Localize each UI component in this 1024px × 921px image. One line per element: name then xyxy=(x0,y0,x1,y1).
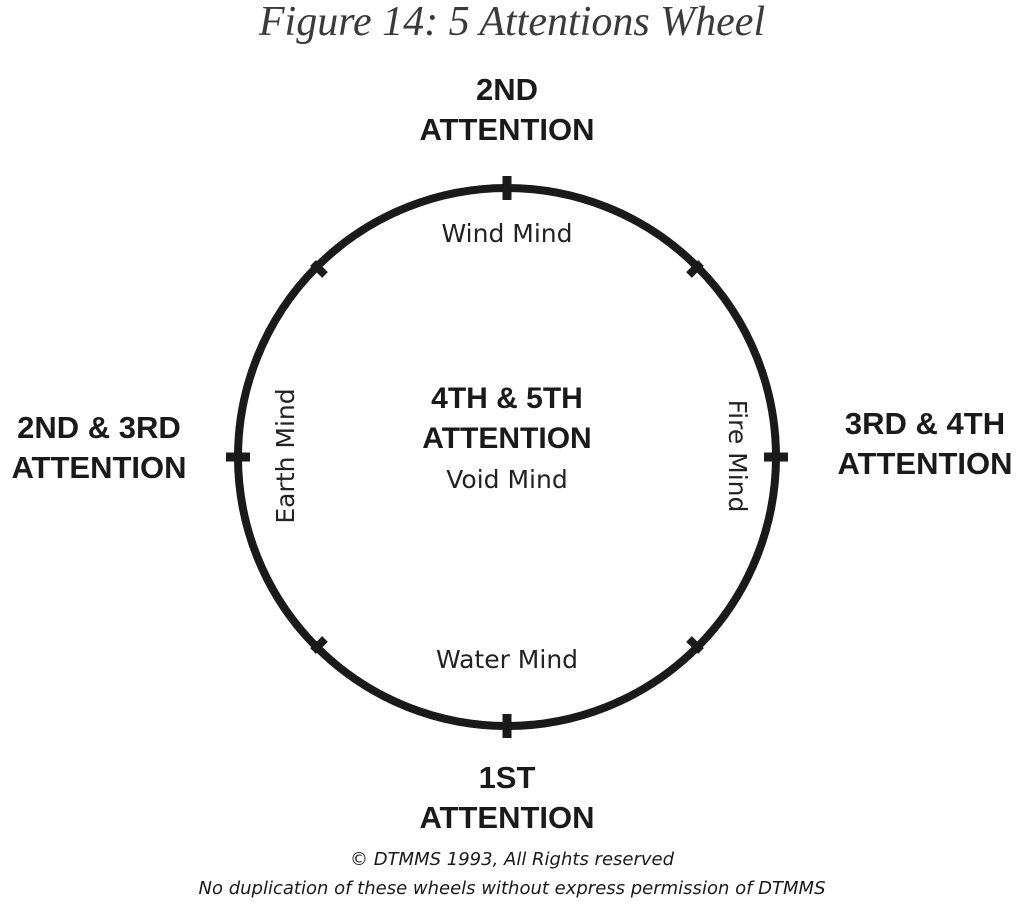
tick-southwest xyxy=(310,636,328,654)
direction-label-left: 2ND & 3RD ATTENTION xyxy=(0,408,198,488)
mind-label-wind: Wind Mind xyxy=(441,219,573,248)
direction-right-line1: 3RD & 4TH xyxy=(844,406,1006,441)
mind-label-fire: Fire Mind xyxy=(723,399,752,513)
mind-label-earth: Earth Mind xyxy=(271,388,300,524)
direction-center-line2: ATTENTION xyxy=(422,422,592,455)
tick-northeast xyxy=(686,260,704,278)
direction-bottom-line2: ATTENTION xyxy=(419,800,595,835)
duplication-notice: No duplication of these wheels without e… xyxy=(198,878,826,899)
direction-center-line1: 4TH & 5TH xyxy=(431,382,583,415)
tick-northwest xyxy=(310,260,328,278)
mind-label-void: Void Mind xyxy=(446,465,568,494)
direction-label-bottom: 1ST ATTENTION xyxy=(382,758,632,838)
direction-top-line1: 2ND xyxy=(475,72,538,107)
direction-label-center: 4TH & 5TH ATTENTION xyxy=(382,379,632,459)
figure-title: Figure 14: 5 Attentions Wheel xyxy=(258,0,766,45)
direction-label-right: 3RD & 4TH ATTENTION xyxy=(826,404,1024,484)
copyright-notice: © DTMMS 1993, All Rights reserved xyxy=(349,849,675,870)
direction-bottom-line1: 1ST xyxy=(478,760,536,795)
direction-label-top: 2ND ATTENTION xyxy=(382,70,632,150)
direction-left-line2: ATTENTION xyxy=(11,450,187,485)
direction-top-line2: ATTENTION xyxy=(419,112,595,147)
mind-label-water: Water Mind xyxy=(435,645,579,674)
tick-southeast xyxy=(686,636,704,654)
direction-right-line2: ATTENTION xyxy=(837,446,1013,481)
direction-left-line1: 2ND & 3RD xyxy=(17,410,181,445)
